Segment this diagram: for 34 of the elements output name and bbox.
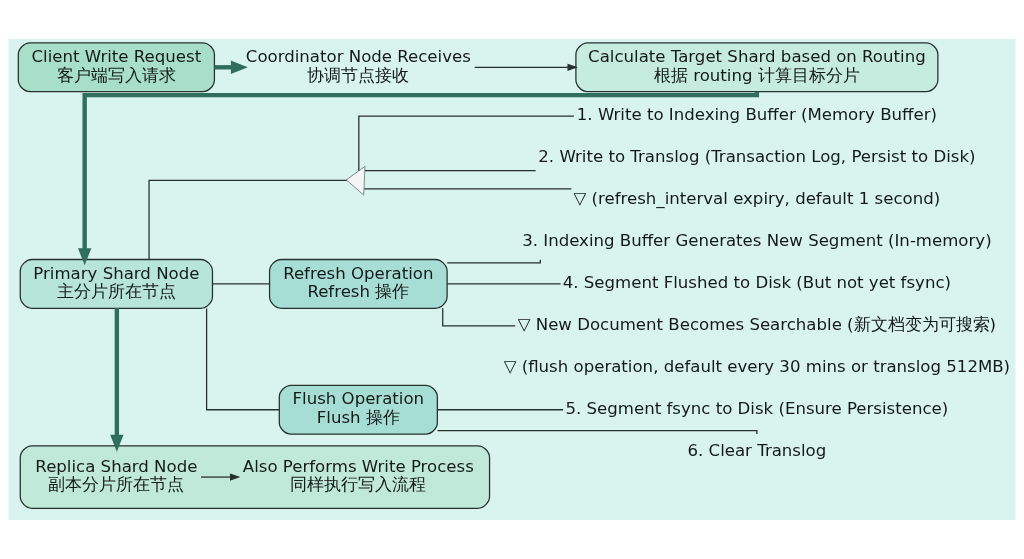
node-text: 6. Clear Translog <box>687 440 827 460</box>
connector <box>212 283 271 285</box>
connector <box>358 115 575 172</box>
connector <box>436 409 564 411</box>
arrow <box>110 308 124 452</box>
node-picture <box>345 165 366 196</box>
connector <box>446 259 541 264</box>
node-text: Coordinator Node Receives 协调节点接收 <box>245 47 471 85</box>
arrow <box>78 89 760 266</box>
node-text: Replica Shard Node 副本分片所在节点 <box>35 456 198 495</box>
connector <box>148 179 348 260</box>
node-box: Flush Operation Flush 操作 <box>278 384 438 435</box>
node-text: ▽ (refresh_interval expiry, default 1 second) <box>573 188 941 208</box>
node-box: Refresh Operation Refresh 操作 <box>268 258 448 309</box>
node-text: 1. Write to Indexing Buffer (Memory Buffer) <box>576 105 937 125</box>
arrow <box>200 473 241 481</box>
arrow <box>214 60 248 74</box>
connector <box>446 283 562 285</box>
node-text: 5. Segment fsync to Disk (Ensure Persistence) <box>565 398 949 418</box>
label: ▽ (flush operation, default every 30 mins or translog 512MB) <box>503 356 1011 376</box>
arrow <box>474 63 578 71</box>
node-text: 4. Segment Flushed to Disk (But not yet fsync) <box>562 272 952 292</box>
connector <box>206 307 280 411</box>
connector <box>363 188 572 190</box>
node-text: Also Performs Write Process 同样执行写入流程 <box>242 456 474 495</box>
connector <box>442 307 516 327</box>
node-box: Calculate Target Shard based on Routing 根据 routing 计算目标分片 <box>575 42 939 93</box>
connector <box>436 430 758 435</box>
node-box: Primary Shard Node 主分片所在节点 <box>19 258 214 309</box>
node-text: 3. Indexing Buffer Generates New Segment (In-memory) <box>522 230 992 250</box>
node-text: 2. Write to Translog (Transaction Log, Persist to Disk) <box>538 147 976 167</box>
node-text: ▽ New Document Becomes Searchable (新文档变为可搜索) <box>517 314 997 334</box>
connector <box>364 170 537 172</box>
node-box: Client Write Request 客户端写入请求 <box>17 42 216 93</box>
